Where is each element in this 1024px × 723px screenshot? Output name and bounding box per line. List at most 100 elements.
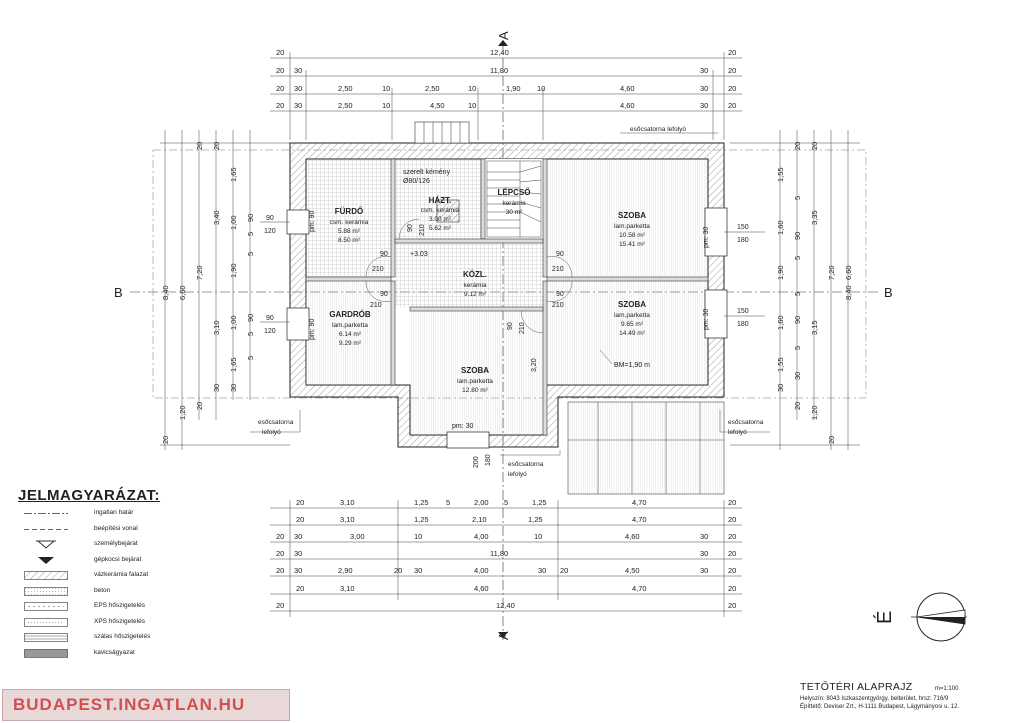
room-label-gardrob: GARDRÓB lam.parketta 6.14 m² 9.29 m² (329, 310, 371, 347)
builder-info: Építtető: Deviser Zrt., H-1111 Budapest,… (800, 704, 960, 710)
room-label-szoba-s: SZOBA lam.parketta 12.80 m² (457, 366, 493, 394)
svg-text:3,35: 3,35 (810, 210, 819, 225)
svg-text:30: 30 (700, 101, 708, 110)
svg-text:20: 20 (728, 101, 736, 110)
svg-text:3,20: 3,20 (531, 358, 538, 372)
svg-text:30: 30 (294, 84, 302, 93)
dash-dot-line-icon (24, 513, 68, 514)
bottom-dimension-lines (270, 500, 742, 617)
svg-text:20: 20 (195, 402, 204, 410)
svg-text:210: 210 (552, 302, 564, 309)
svg-text:210: 210 (372, 266, 384, 273)
svg-text:9.65 m²: 9.65 m² (621, 321, 644, 328)
svg-text:10: 10 (382, 101, 390, 110)
dotted-box-icon (24, 586, 68, 596)
svg-text:14.49 m²: 14.49 m² (619, 330, 645, 337)
svg-text:1,90: 1,90 (506, 84, 521, 93)
downpipe-left-2: lefolyó (262, 429, 281, 436)
svg-text:1,90: 1,90 (776, 265, 785, 280)
svg-text:90: 90 (407, 224, 414, 232)
svg-text:3.00 m²: 3.00 m² (429, 216, 452, 223)
svg-text:7,20: 7,20 (827, 265, 836, 280)
svg-text:lam.parketta: lam.parketta (332, 322, 368, 329)
legend-item: beépítési vonal (20, 524, 190, 540)
svg-text:90: 90 (793, 232, 802, 240)
legend-item: ingatlan határ (20, 508, 190, 524)
section-b-left: B (114, 285, 123, 300)
svg-text:20: 20 (276, 48, 284, 57)
svg-text:5: 5 (504, 498, 508, 507)
room-label-lepcso: LÉPCSŐ kerámia 30 m² (498, 188, 531, 216)
svg-text:20: 20 (276, 84, 284, 93)
svg-text:csm. kerámia: csm. kerámia (330, 219, 369, 226)
svg-text:20: 20 (728, 532, 736, 541)
downpipe-right-1: esőcsatorna (728, 419, 764, 426)
svg-text:12.80 m²: 12.80 m² (462, 387, 488, 394)
svg-text:90: 90 (380, 251, 388, 258)
room-szoba-s (410, 311, 546, 435)
svg-text:1,65: 1,65 (229, 357, 238, 372)
svg-text:9.12 m²: 9.12 m² (464, 291, 487, 298)
svg-text:2,00: 2,00 (474, 498, 489, 507)
svg-text:É: É (873, 611, 896, 624)
svg-text:12,40: 12,40 (490, 48, 509, 57)
svg-text:5: 5 (793, 196, 802, 200)
legend-title: JELMAGYARÁZAT: (18, 487, 161, 504)
svg-text:1,90: 1,90 (229, 263, 238, 278)
legend-item: személybejárat (20, 539, 190, 555)
section-a-top: A (496, 31, 511, 40)
svg-text:90: 90 (380, 291, 388, 298)
svg-text:3,10: 3,10 (340, 584, 355, 593)
gravel-box-icon (24, 648, 68, 658)
lines-box-icon (24, 633, 68, 642)
svg-text:5: 5 (793, 346, 802, 350)
svg-text:1,55: 1,55 (776, 167, 785, 182)
xps-box-icon (24, 617, 68, 627)
svg-text:30: 30 (294, 532, 302, 541)
svg-text:1,55: 1,55 (776, 357, 785, 372)
downpipe-bottom-1: esőcsatorna (508, 461, 544, 468)
room-label-hazt: HÁZT. csm. kerámia 3.00 m² 5.62 m² (421, 196, 460, 232)
svg-text:90: 90 (266, 315, 274, 322)
staircase (486, 160, 542, 238)
legend-item: vázkerámia falazat (20, 570, 190, 586)
legend-item: kavicságyazat (20, 648, 190, 664)
svg-text:20: 20 (394, 566, 402, 575)
room-label-kozl: KÖZL. kerámia 9.12 m² (463, 270, 487, 298)
room-szoba-ne (547, 159, 708, 277)
svg-text:20: 20 (827, 436, 836, 444)
svg-text:1,25: 1,25 (532, 498, 547, 507)
svg-text:1,25: 1,25 (414, 515, 429, 524)
svg-text:4,50: 4,50 (625, 566, 640, 575)
svg-text:30: 30 (212, 384, 221, 392)
svg-text:8,40: 8,40 (161, 285, 170, 300)
svg-text:210: 210 (552, 266, 564, 273)
svg-text:pm: 30: pm: 30 (452, 423, 474, 430)
svg-text:30: 30 (793, 372, 802, 380)
svg-text:20: 20 (276, 66, 284, 75)
eps-box-icon (24, 602, 68, 611)
svg-text:20: 20 (195, 142, 204, 150)
svg-text:2,50: 2,50 (425, 84, 440, 93)
svg-text:4,00: 4,00 (474, 566, 489, 575)
svg-text:210: 210 (519, 322, 526, 334)
svg-text:5: 5 (246, 356, 255, 360)
svg-text:120: 120 (264, 328, 276, 335)
svg-text:4,60: 4,60 (625, 532, 640, 541)
svg-text:30: 30 (700, 566, 708, 575)
svg-text:9.29 m²: 9.29 m² (339, 340, 362, 347)
svg-text:SZOBA: SZOBA (618, 211, 646, 220)
svg-text:GARDRÓB: GARDRÓB (329, 310, 371, 319)
svg-text:20: 20 (793, 402, 802, 410)
title-block: TETŐTÉRI ALAPRAJZ m=1:100 Helyszín: 8043… (800, 677, 959, 711)
room-label-szoba-e: SZOBA lam.parketta 9.65 m² 14.49 m² (614, 300, 650, 337)
svg-text:3,10: 3,10 (340, 515, 355, 524)
svg-text:1,20: 1,20 (810, 405, 819, 420)
svg-text:20: 20 (728, 84, 736, 93)
svg-text:3,00: 3,00 (350, 532, 365, 541)
svg-text:2,50: 2,50 (338, 84, 353, 93)
doors (365, 218, 573, 334)
svg-text:8.50 m²: 8.50 m² (338, 237, 361, 244)
svg-text:180: 180 (485, 454, 492, 466)
